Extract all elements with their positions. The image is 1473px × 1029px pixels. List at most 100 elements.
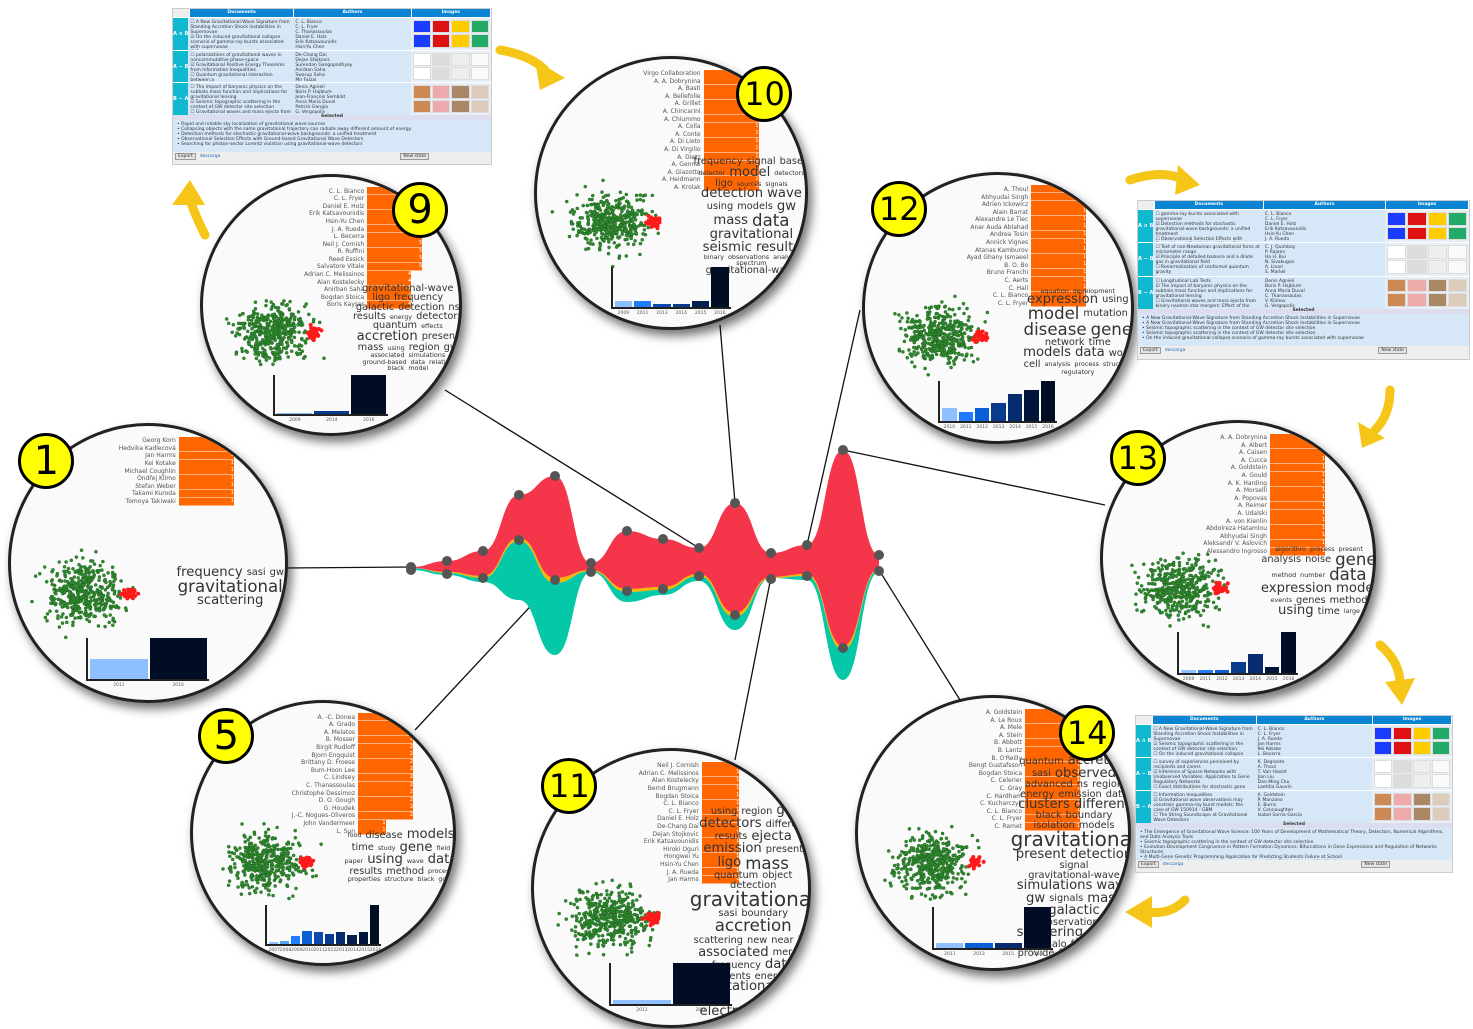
document-item[interactable]: ☑ Seismic topographic scattering in the … [190,100,281,111]
image-thumbnail[interactable] [412,85,431,99]
image-thumbnail[interactable] [1427,293,1447,307]
word-cloud-term[interactable]: expression [1026,291,1099,307]
document-item[interactable]: ☑ The impact of baryonic physics on the … [1155,283,1253,299]
word-cloud-term[interactable]: signals [765,179,788,188]
author-item[interactable]: Jian Liu [1257,774,1274,780]
author-item[interactable]: C. Thanassoulas [295,30,332,35]
word-cloud-term[interactable]: ligo [372,292,391,304]
author-item[interactable]: Isabel Sarria-Garcia [1257,812,1302,818]
document-list[interactable]: ☐ Longitudinal Lab Tests☑ The impact of … [1153,276,1263,309]
word-cloud-term[interactable]: gw [776,803,796,819]
image-thumbnail[interactable] [1427,259,1447,274]
column-header-images[interactable]: Images [1386,201,1469,209]
image-thumbnail[interactable] [431,52,451,67]
column-header-authors[interactable]: Authors [1257,716,1374,724]
word-cloud-term[interactable]: gene [1335,549,1376,569]
new-state-button[interactable]: New state [1361,860,1390,868]
word-cloud-term[interactable]: electromagnetic [699,1003,807,1019]
author-item[interactable]: Kei Kotake [1257,747,1282,752]
year-bar[interactable]: 2016 [1281,632,1296,682]
document-item[interactable]: ☐ Observational Selection Effects with G… [1155,237,1255,242]
word-cloud-term[interactable]: mass [357,342,384,354]
year-bar[interactable]: 2015 [691,300,710,316]
image-thumbnail[interactable] [1412,807,1431,821]
selected-item[interactable]: • On the induced gravitational collapse … [1142,335,1364,341]
word-cloud-term[interactable]: accretion [714,916,792,936]
word-cloud-term[interactable]: function [1058,947,1099,959]
word-cloud-term[interactable]: ground-based [362,357,407,366]
document-list[interactable]: ☐ The impact of baryonic physics on the … [188,83,294,116]
image-thumbnail[interactable] [1374,792,1393,807]
image-thumbnail[interactable] [431,99,451,114]
author-item[interactable]: C. L. Fryer [1264,217,1288,222]
image-thumbnail[interactable] [1412,759,1431,774]
selected-item[interactable]: • Collapsing objects with the same gravi… [177,127,412,133]
word-cloud-term[interactable]: sasi [718,907,738,919]
year-bar[interactable]: 2011 [958,412,974,430]
year-bar[interactable]: 2016 [1040,381,1056,430]
word-cloud-term[interactable]: observed [1054,765,1117,781]
year-bar[interactable]: 2014 [347,934,359,953]
column-header-images[interactable]: Images [1373,716,1452,724]
image-thumbnail[interactable] [412,34,431,48]
author-item[interactable]: G. Vergopolis [1264,303,1295,309]
word-cloud-term[interactable]: time [351,842,374,854]
word-cloud-term[interactable]: model [729,164,771,180]
export-button[interactable]: Export [175,152,196,160]
document-list[interactable]: ☐ polarizations of gravitational waves i… [188,50,294,83]
year-bar[interactable]: 2009 [291,935,302,953]
word-cloud-term[interactable]: mass [713,213,749,229]
year-bar[interactable]: 2013 [336,932,347,953]
word-cloud-term[interactable]: models [1078,819,1115,831]
year-bar[interactable]: 2016 [351,375,387,423]
author-item[interactable]: Mir Faizal [295,77,317,83]
year-bar[interactable]: 2015 [994,943,1022,957]
word-cloud-term[interactable]: associated [370,351,405,360]
author-item[interactable]: Patrick Gangia [295,105,328,111]
word-cloud-term[interactable]: mutation [1083,308,1128,320]
document-list[interactable]: ☐ Test of non-Newtonian gravitational fo… [1153,243,1263,276]
image-thumbnails[interactable] [1385,276,1470,309]
image-thumbnail[interactable] [1387,245,1407,259]
image-thumbnail[interactable] [1393,792,1412,807]
author-item[interactable]: Daniel E. Holz [1264,222,1297,227]
year-bar[interactable]: 2015 [1024,390,1039,430]
author-item[interactable]: Denis Agnieli [1264,278,1295,284]
image-thumbnail[interactable] [1431,792,1450,807]
word-cloud-term[interactable]: wave [1096,878,1131,894]
word-cloud-term[interactable]: using [706,201,734,213]
word-cloud-term[interactable]: field [436,844,451,853]
year-bar[interactable]: 2012 [1214,670,1230,682]
word-cloud-term[interactable]: time [1088,336,1111,348]
word-cloud-term[interactable]: present [421,331,459,343]
word-cloud-term[interactable]: present [1015,846,1066,862]
word-cloud-term[interactable]: black [417,875,435,884]
word-cloud-term[interactable]: clusters [1018,796,1070,812]
year-bar[interactable]: 2010 [302,931,314,953]
word-cloud-term[interactable]: gw [776,198,797,214]
word-cloud-term[interactable]: gravitational [709,227,794,243]
word-cloud-term[interactable]: cell [1023,358,1041,370]
